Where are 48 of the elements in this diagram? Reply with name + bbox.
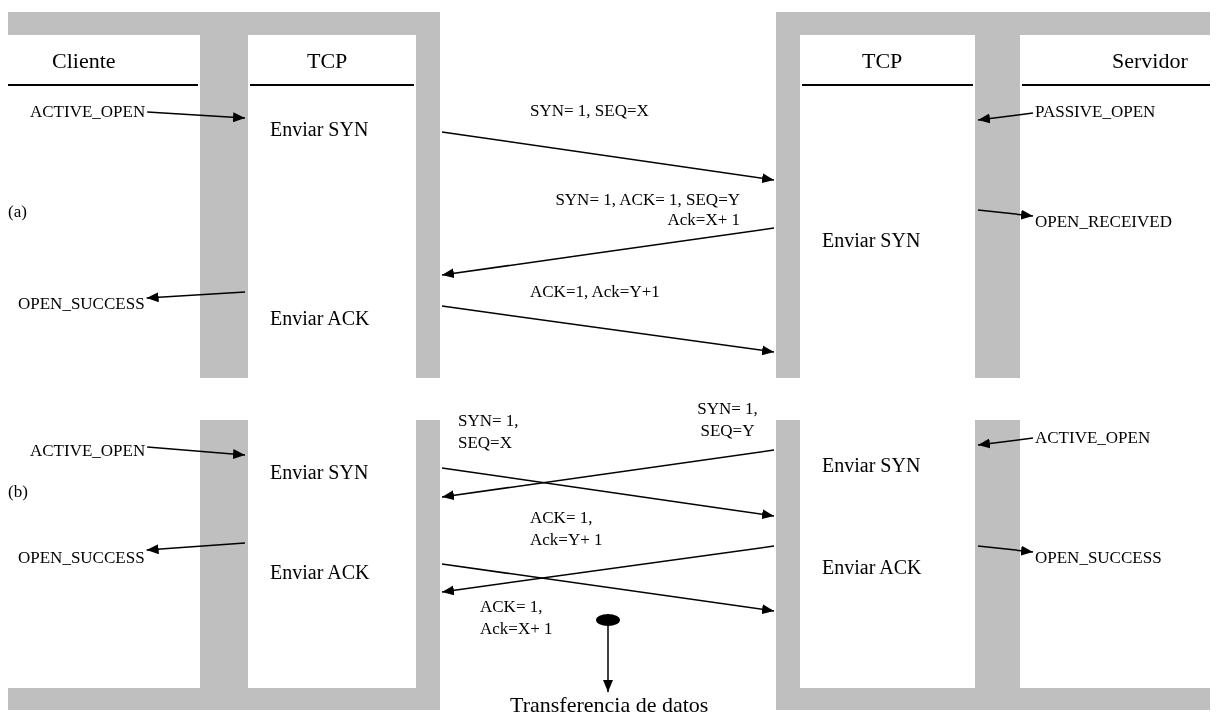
arrow	[977, 545, 1034, 556]
start-marker	[596, 614, 620, 626]
layer-bar	[975, 35, 1020, 378]
layer-bar	[200, 420, 248, 688]
layer-bar	[975, 420, 1020, 688]
arrow	[977, 209, 1034, 220]
panel-label: (a)	[8, 202, 27, 222]
layer-bar	[776, 35, 800, 378]
column-heading: TCP	[862, 48, 903, 74]
arrow	[441, 467, 775, 520]
action-label: Enviar ACK	[270, 560, 370, 585]
action-label: Enviar ACK	[822, 555, 922, 580]
primitive-label: OPEN_SUCCESS	[1035, 548, 1162, 568]
primitive-label: OPEN_SUCCESS	[18, 548, 145, 568]
primitive-label: ACTIVE_OPEN	[30, 102, 146, 122]
primitive-label: ACTIVE_OPEN	[30, 441, 146, 461]
primitive-label: OPEN_RECEIVED	[1035, 212, 1172, 232]
column-heading: TCP	[307, 48, 348, 74]
arrow	[441, 131, 775, 184]
layer-bar	[416, 420, 440, 688]
panel-label: (b)	[8, 482, 28, 502]
arrow	[441, 563, 775, 615]
column-heading: Servidor	[1112, 48, 1188, 74]
arrow	[146, 446, 246, 459]
arrow	[441, 305, 775, 356]
edge-label: SYN= 1, ACK= 1, SEQ=Y Ack=X+ 1	[554, 190, 740, 230]
arrow	[441, 449, 775, 501]
arrow	[603, 625, 613, 693]
arrow	[977, 437, 1034, 449]
primitive-label: OPEN_SUCCESS	[18, 294, 145, 314]
action-label: Enviar SYN	[270, 460, 369, 485]
arrow	[145, 542, 246, 555]
action-label: Enviar SYN	[822, 453, 921, 478]
layer-bar	[200, 35, 248, 378]
column-heading: Cliente	[52, 48, 116, 74]
arrow	[145, 291, 246, 303]
primitive-label: PASSIVE_OPEN	[1035, 102, 1156, 122]
result-label: Transferencia de datos	[510, 692, 709, 718]
action-label: Enviar SYN	[822, 228, 921, 253]
action-label: Enviar ACK	[270, 306, 370, 331]
arrow	[146, 111, 246, 123]
action-label: Enviar SYN	[270, 117, 369, 142]
arrow	[441, 545, 775, 596]
primitive-label: ACTIVE_OPEN	[1035, 428, 1151, 448]
layer-bar	[776, 420, 800, 688]
arrow	[977, 112, 1034, 124]
arrow	[441, 227, 775, 279]
layer-bar	[416, 35, 440, 378]
